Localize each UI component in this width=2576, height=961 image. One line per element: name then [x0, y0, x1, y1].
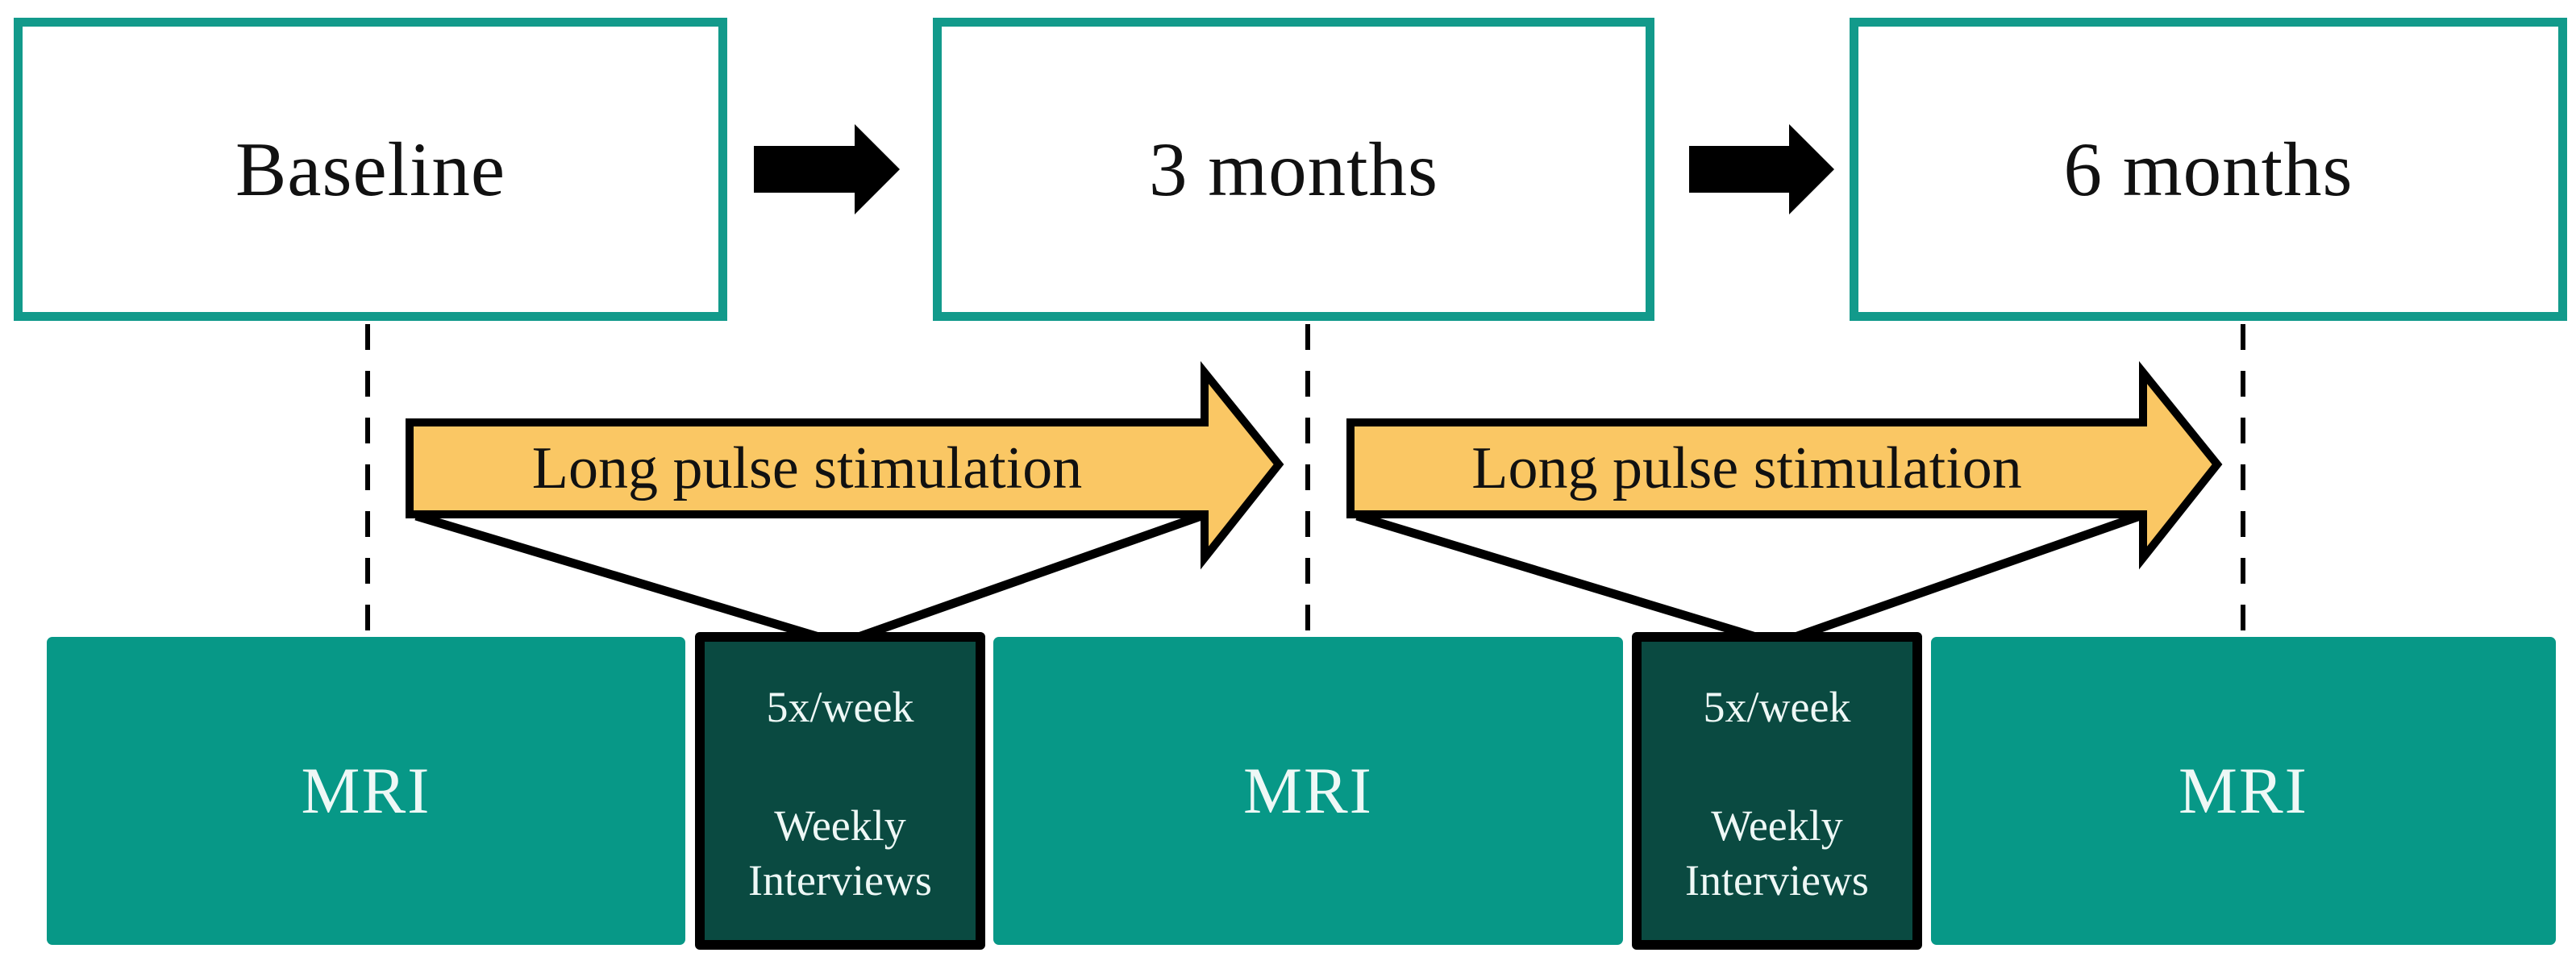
intervention-activity-1-line2: Interviews: [748, 855, 932, 905]
phase-box-6-months: 6 months: [1850, 18, 2567, 321]
stimulation-arrow-label-1: Long pulse stimulation: [531, 435, 1083, 501]
stimulation-arrow-label-2: Long pulse stimulation: [1471, 435, 2022, 501]
right-arrow-icon-2: [1689, 124, 1834, 214]
funnel-line-1-right: [839, 511, 1203, 648]
intervention-activity-1: Weekly Interviews: [748, 799, 932, 908]
intervention-frequency-2: 5x/week: [1703, 683, 1851, 731]
stimulation-arrow-shape-1: [406, 360, 1284, 570]
phase-box-baseline: Baseline: [14, 18, 727, 321]
intervention-activity-2: Weekly Interviews: [1685, 799, 1869, 908]
mri-label-2: MRI: [1243, 754, 1373, 827]
mri-box-1: MRI: [47, 637, 685, 945]
right-arrow-icon-1: [754, 124, 900, 214]
mri-label-3: MRI: [2179, 754, 2308, 827]
intervention-frequency-1: 5x/week: [766, 683, 914, 731]
mri-box-3: MRI: [1931, 637, 2556, 945]
mri-box-2: MRI: [993, 637, 1623, 945]
intervention-box-2: 5x/week Weekly Interviews: [1632, 632, 1922, 950]
mri-label-1: MRI: [301, 754, 431, 827]
phase-label-3-months: 3 months: [1148, 127, 1438, 212]
intervention-activity-1-line1: Weekly: [774, 801, 906, 850]
funnel-line-1-left: [414, 511, 842, 648]
intervention-activity-2-line1: Weekly: [1711, 801, 1843, 850]
intervention-activity-2-line2: Interviews: [1685, 855, 1869, 905]
phase-label-baseline: Baseline: [235, 127, 506, 212]
funnel-line-2-right: [1775, 511, 2141, 648]
stimulation-arrow-shape-2: [1346, 360, 2223, 570]
intervention-box-1: 5x/week Weekly Interviews: [695, 632, 985, 950]
phase-box-3-months: 3 months: [933, 18, 1654, 321]
phase-label-6-months: 6 months: [2063, 127, 2353, 212]
funnel-line-2-left: [1355, 511, 1779, 648]
